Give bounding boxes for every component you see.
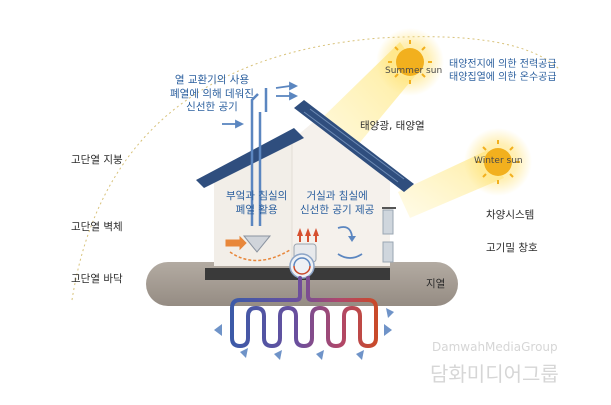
window-upper [382,209,394,235]
label-solar-power: 태양전지에 의한 전력공급 태양집열에 의한 온수공급 [449,59,557,83]
roof-left [196,128,304,188]
solar-panel-icon [303,108,405,183]
ground-heat-arrows-icon [214,308,394,360]
label-geothermal: 지열 [426,278,446,290]
label-waste-heat: 부엌과 침실의 폐열 활용 [226,190,288,216]
geothermal-pipe-loop [230,276,378,349]
label-winter-sun: Winter sun [474,156,523,166]
sun-path-arc [71,36,561,301]
warm-air-arrows-icon [225,235,291,262]
circulation-arrow-icon [337,226,363,259]
window-lower [382,241,394,263]
geothermal-fan-icon [289,253,315,279]
label-solar: 태양광, 태양열 [360,120,425,132]
roof-right [294,100,414,192]
label-airtight-windows: 고기밀 창호 [486,242,538,254]
exhaust-arrows-icon [222,81,299,129]
winter-sun-icon [464,128,532,196]
label-summer-sun: Summer sun [385,66,443,76]
ventilation-duct [250,88,268,226]
label-insulated-floor: 고단열 바닥 [71,273,123,285]
summer-sun-icon [376,28,444,96]
watermark-latin: DamwahMediaGroup [432,340,558,354]
label-heat-exchanger: 열 교환기의 사용 폐열에 의해 데워진 신선한 공기 [170,74,254,114]
fresh-air-up-arrows-icon [297,228,319,242]
watermark-korean: 담화미디어그룹 [430,362,559,386]
label-fresh-air: 거실과 침실에 신선한 공기 제공 [300,190,375,216]
heat-exchanger-icon [242,235,272,253]
label-insulated-roof: 고단열 지붕 [71,154,123,166]
label-shading-system: 차양시스템 [486,209,535,221]
label-insulated-wall: 고단열 벽체 [71,221,123,233]
